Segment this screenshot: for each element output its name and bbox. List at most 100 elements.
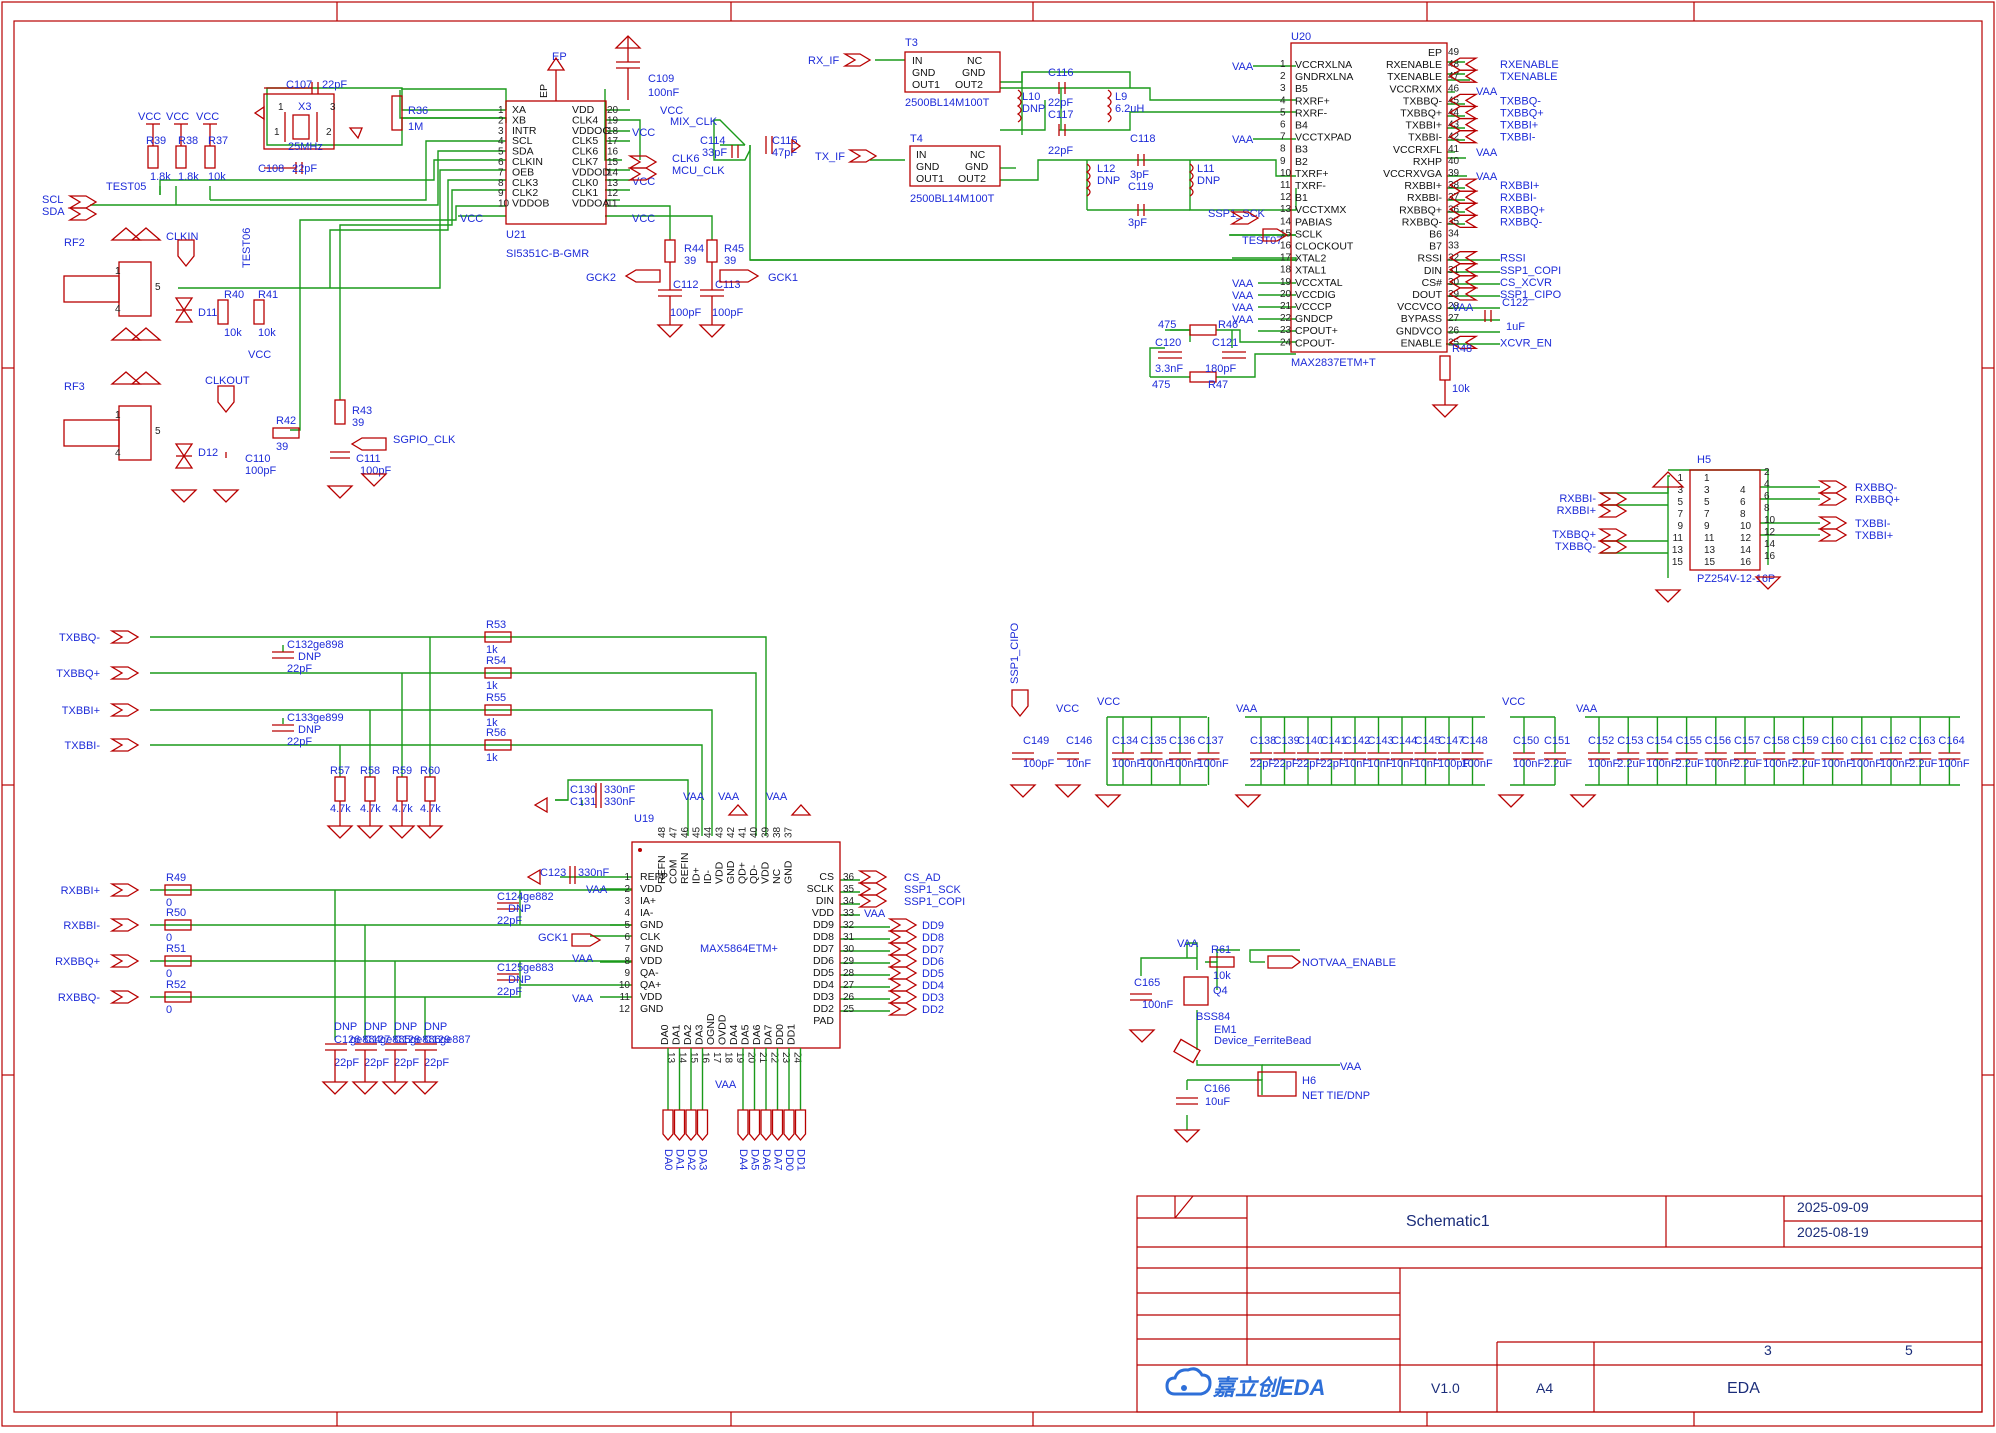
svg-text:VCC: VCC — [196, 111, 219, 123]
u19-pin-num: 46 — [680, 826, 691, 838]
svg-text:NC: NC — [967, 55, 983, 67]
svg-text:C108: C108 — [258, 163, 284, 175]
cap-tag: ge898 — [313, 639, 344, 651]
cap-ref: C147 — [1438, 735, 1464, 747]
svg-text:C146: C146 — [1066, 735, 1092, 747]
u21-pin-num: 1 — [498, 105, 504, 116]
svg-text:VCC: VCC — [1056, 703, 1079, 715]
net-flag — [887, 990, 918, 1004]
h5-net-label: TXBBI- — [1855, 518, 1891, 530]
svg-text:C107: C107 — [286, 79, 312, 91]
svg-text:22pF: 22pF — [292, 163, 317, 175]
svg-text:VAA: VAA — [1232, 134, 1254, 146]
title-page: 3 — [1764, 1342, 1772, 1358]
u19-pin-num: 3 — [624, 896, 630, 907]
balun-t4[interactable]: T4 2500BL14M100T IN GND OUT1 NC GND OUT2… — [815, 133, 1001, 205]
title-block: Schematic1 2025-09-09 2025-08-19 V1.0 A4… — [1136, 1195, 1983, 1413]
resistor-value: 1k — [486, 717, 498, 729]
u20-pin-name: TXBBI- — [1408, 132, 1442, 144]
u19-pin-num: 5 — [624, 920, 630, 931]
cap-value: 2.2uF — [1909, 758, 1937, 770]
u19-pin-name: DA2 — [682, 1024, 694, 1045]
svg-text:10k: 10k — [258, 327, 276, 339]
svg-text:Device_FerriteBead: Device_FerriteBead — [1214, 1035, 1311, 1047]
h5-pin-num: 9 — [1704, 521, 1710, 532]
cap-ref: C139 — [1274, 735, 1300, 747]
test07-label: TEST07 — [1242, 235, 1282, 247]
u20-net-label: RXBBQ- — [1500, 216, 1543, 228]
net-flag — [887, 942, 918, 956]
svg-text:5: 5 — [155, 282, 161, 293]
svg-text:OUT2: OUT2 — [958, 173, 986, 185]
u20-pin-num: 46 — [1448, 83, 1460, 94]
u20-pin-name: RXHP — [1413, 156, 1442, 168]
h5-net-label: RXBBI- — [1559, 493, 1596, 505]
u20-pin-name: VCCRXFL — [1393, 144, 1442, 156]
u19-pin-name: GND — [725, 860, 737, 884]
u21-pin-name: CLK7 — [572, 156, 598, 168]
u21-pin-name: CLK5 — [572, 135, 598, 147]
svg-text:R43: R43 — [352, 405, 372, 417]
svg-text:C123: C123 — [540, 867, 566, 879]
balun-t3[interactable]: T3 2500BL14M100T IN GND OUT1 NC GND OUT2… — [808, 37, 1001, 109]
rf2-connector[interactable]: RF2 145 — [63, 227, 162, 341]
cap-value: 100nF — [1141, 758, 1172, 770]
u19-pin-num: 16 — [700, 1052, 711, 1064]
dnp-tag: DNP — [508, 903, 531, 915]
x3-val: 25MHz — [288, 141, 323, 153]
u19-bus-label: DD0 — [783, 1149, 795, 1171]
u20-pin-name: VCCRXMX — [1389, 83, 1442, 95]
u19-pin-name: GND — [640, 919, 664, 931]
u20-pin-name: PABIAS — [1295, 216, 1332, 228]
svg-text:C120: C120 — [1155, 337, 1181, 349]
u20-pin-num: 18 — [1280, 265, 1292, 276]
resistor-ref: R58 — [360, 765, 380, 777]
u19-pin-name: GND — [783, 860, 795, 884]
u19-bus-label: DA3 — [697, 1149, 709, 1170]
rf3-connector[interactable]: RF3 145 — [63, 371, 162, 461]
u19-pin-name: QD- — [748, 864, 760, 884]
u20-pin-name: RSSI — [1417, 253, 1442, 265]
net-flag — [109, 703, 140, 717]
h5-pin-num: 10 — [1764, 515, 1776, 526]
svg-text:VCC: VCC — [660, 105, 683, 117]
svg-text:OUT2: OUT2 — [955, 79, 983, 91]
svg-text:1: 1 — [115, 266, 121, 277]
u21-pin-name: CLK4 — [572, 114, 598, 126]
u20-pin-num: 6 — [1280, 120, 1286, 131]
u20-pin-name: RXBBQ- — [1402, 216, 1443, 228]
svg-text:OUT1: OUT1 — [912, 79, 940, 91]
u19-pin-num: 38 — [772, 826, 783, 838]
svg-text:22pF: 22pF — [322, 79, 347, 91]
u20-pin-num: 37 — [1448, 192, 1460, 203]
svg-text:VAA: VAA — [1232, 302, 1254, 314]
svg-text:1: 1 — [278, 102, 284, 113]
h5-pin-num: 6 — [1764, 491, 1770, 502]
u19-pin-name: VDD — [760, 861, 772, 884]
svg-text:C113: C113 — [715, 279, 740, 291]
svg-text:R61: R61 — [1211, 944, 1231, 956]
h5-pin-num: 13 — [1672, 545, 1684, 556]
sgpio-clk-label: SGPIO_CLK — [393, 434, 456, 446]
dnp-tag: DNP — [424, 1021, 447, 1033]
svg-text:C166: C166 — [1204, 1083, 1230, 1095]
svg-text:2: 2 — [326, 127, 332, 138]
svg-text:BSS84: BSS84 — [1196, 1011, 1230, 1023]
u21-right-nets: VCC VCC VCC VCC MIX_CLK CLK6 MCU_CLK VCC — [460, 105, 725, 225]
tx-net-label: TXBBQ+ — [56, 668, 100, 680]
h5-net-label: RXBBI+ — [1557, 505, 1596, 517]
u19-pin-num: 48 — [657, 826, 668, 838]
u20-pin-name: SCLK — [1295, 228, 1322, 240]
svg-text:T3: T3 — [905, 37, 918, 49]
u20-pin-name: BYPASS — [1401, 313, 1442, 325]
u21-pin-name: VDDOD — [572, 166, 610, 178]
u19-pin-num: 42 — [726, 826, 737, 838]
cap-ref: C128 — [394, 1034, 420, 1046]
mix-clk-label: MIX_CLK — [670, 116, 718, 128]
